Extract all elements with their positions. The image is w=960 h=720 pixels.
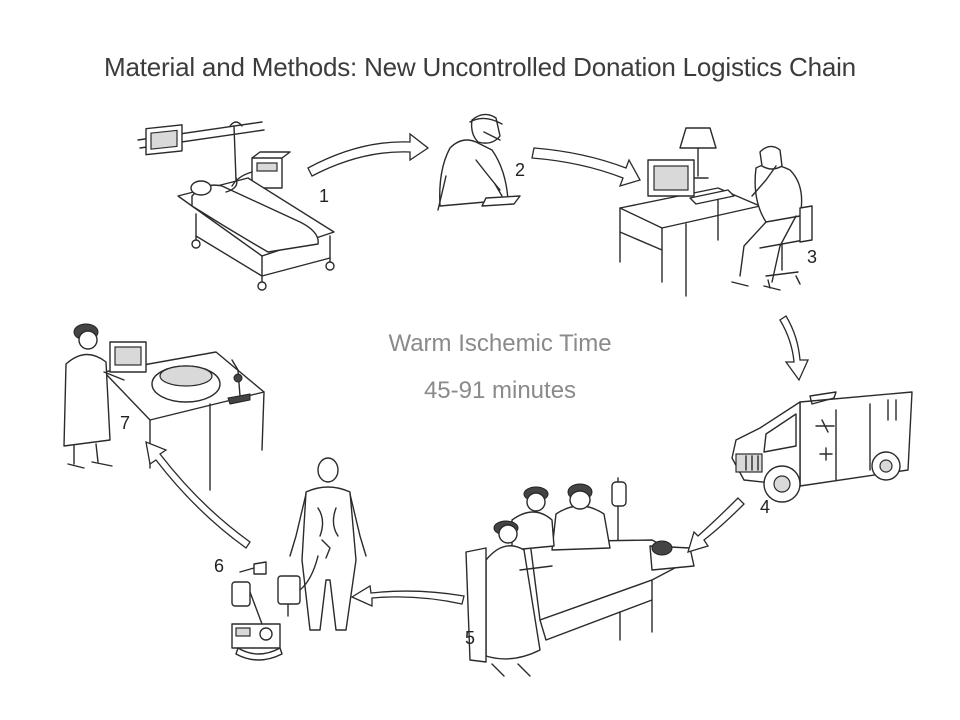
step-2-doctor-writing-illustration bbox=[437, 113, 521, 211]
slide-title: Material and Methods: New Uncontrolled D… bbox=[104, 52, 856, 82]
warm-ischemic-time-value: 45-91 minutes bbox=[423, 377, 577, 404]
step-number-4: 4 bbox=[760, 497, 771, 517]
arrow-6-to-7 bbox=[145, 440, 251, 549]
step-7-lab-illustration bbox=[63, 323, 265, 491]
step-number-7: 7 bbox=[120, 413, 131, 433]
arrow-3-to-4 bbox=[779, 315, 810, 382]
warm-ischemic-time-label: Warm Ischemic Time bbox=[388, 330, 612, 357]
step-number-6: 6 bbox=[214, 556, 225, 576]
arrow-1-to-2 bbox=[307, 132, 430, 177]
arrow-5-to-6 bbox=[350, 584, 465, 608]
step-5-surgery-team-illustration bbox=[465, 477, 695, 677]
arrow-2-to-3 bbox=[531, 147, 641, 187]
step-number-1: 1 bbox=[319, 186, 330, 206]
arrow-4-to-5 bbox=[687, 497, 745, 553]
step-number-5: 5 bbox=[465, 628, 476, 648]
step-number-3: 3 bbox=[807, 247, 818, 267]
step-1-stretcher-illustration bbox=[137, 121, 335, 291]
step-6-perfusion-illustration bbox=[231, 457, 367, 661]
step-number-2: 2 bbox=[515, 160, 526, 180]
step-4-ambulance-illustration bbox=[731, 391, 913, 503]
step-3-dispatcher-desk-illustration bbox=[619, 127, 813, 297]
